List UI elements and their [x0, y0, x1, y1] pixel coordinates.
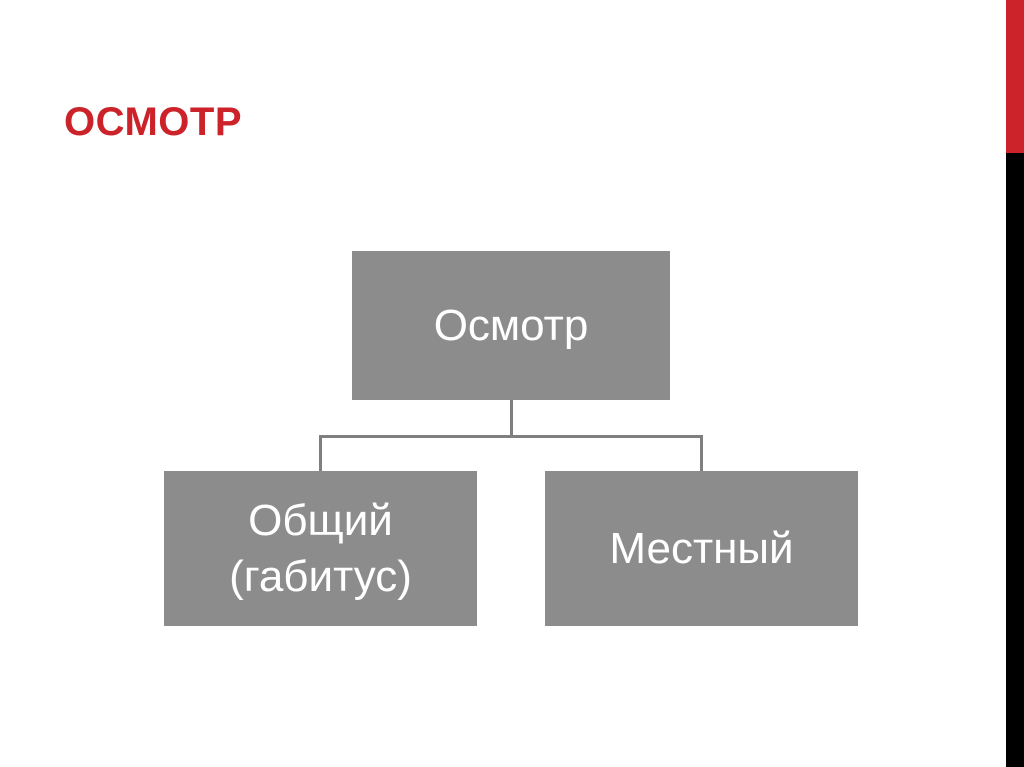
diagram-node-local-label: Местный [609, 523, 794, 573]
page-title: ОСМОТР [64, 100, 243, 144]
diagram-node-root: Осмотр [352, 251, 670, 400]
connector-drop-right [700, 435, 703, 472]
connector-stem-vertical [510, 400, 513, 438]
diagram-node-local: Местный [545, 471, 858, 626]
edge-accent-bar-black [1006, 153, 1024, 767]
diagram-node-root-label: Осмотр [433, 300, 589, 350]
diagram-node-general-label: Общий (габитус) [229, 495, 412, 601]
connector-horizontal-bus [319, 435, 703, 438]
diagram-node-general: Общий (габитус) [164, 471, 477, 626]
edge-accent-bar-red [1006, 0, 1024, 153]
connector-drop-left [319, 435, 322, 472]
